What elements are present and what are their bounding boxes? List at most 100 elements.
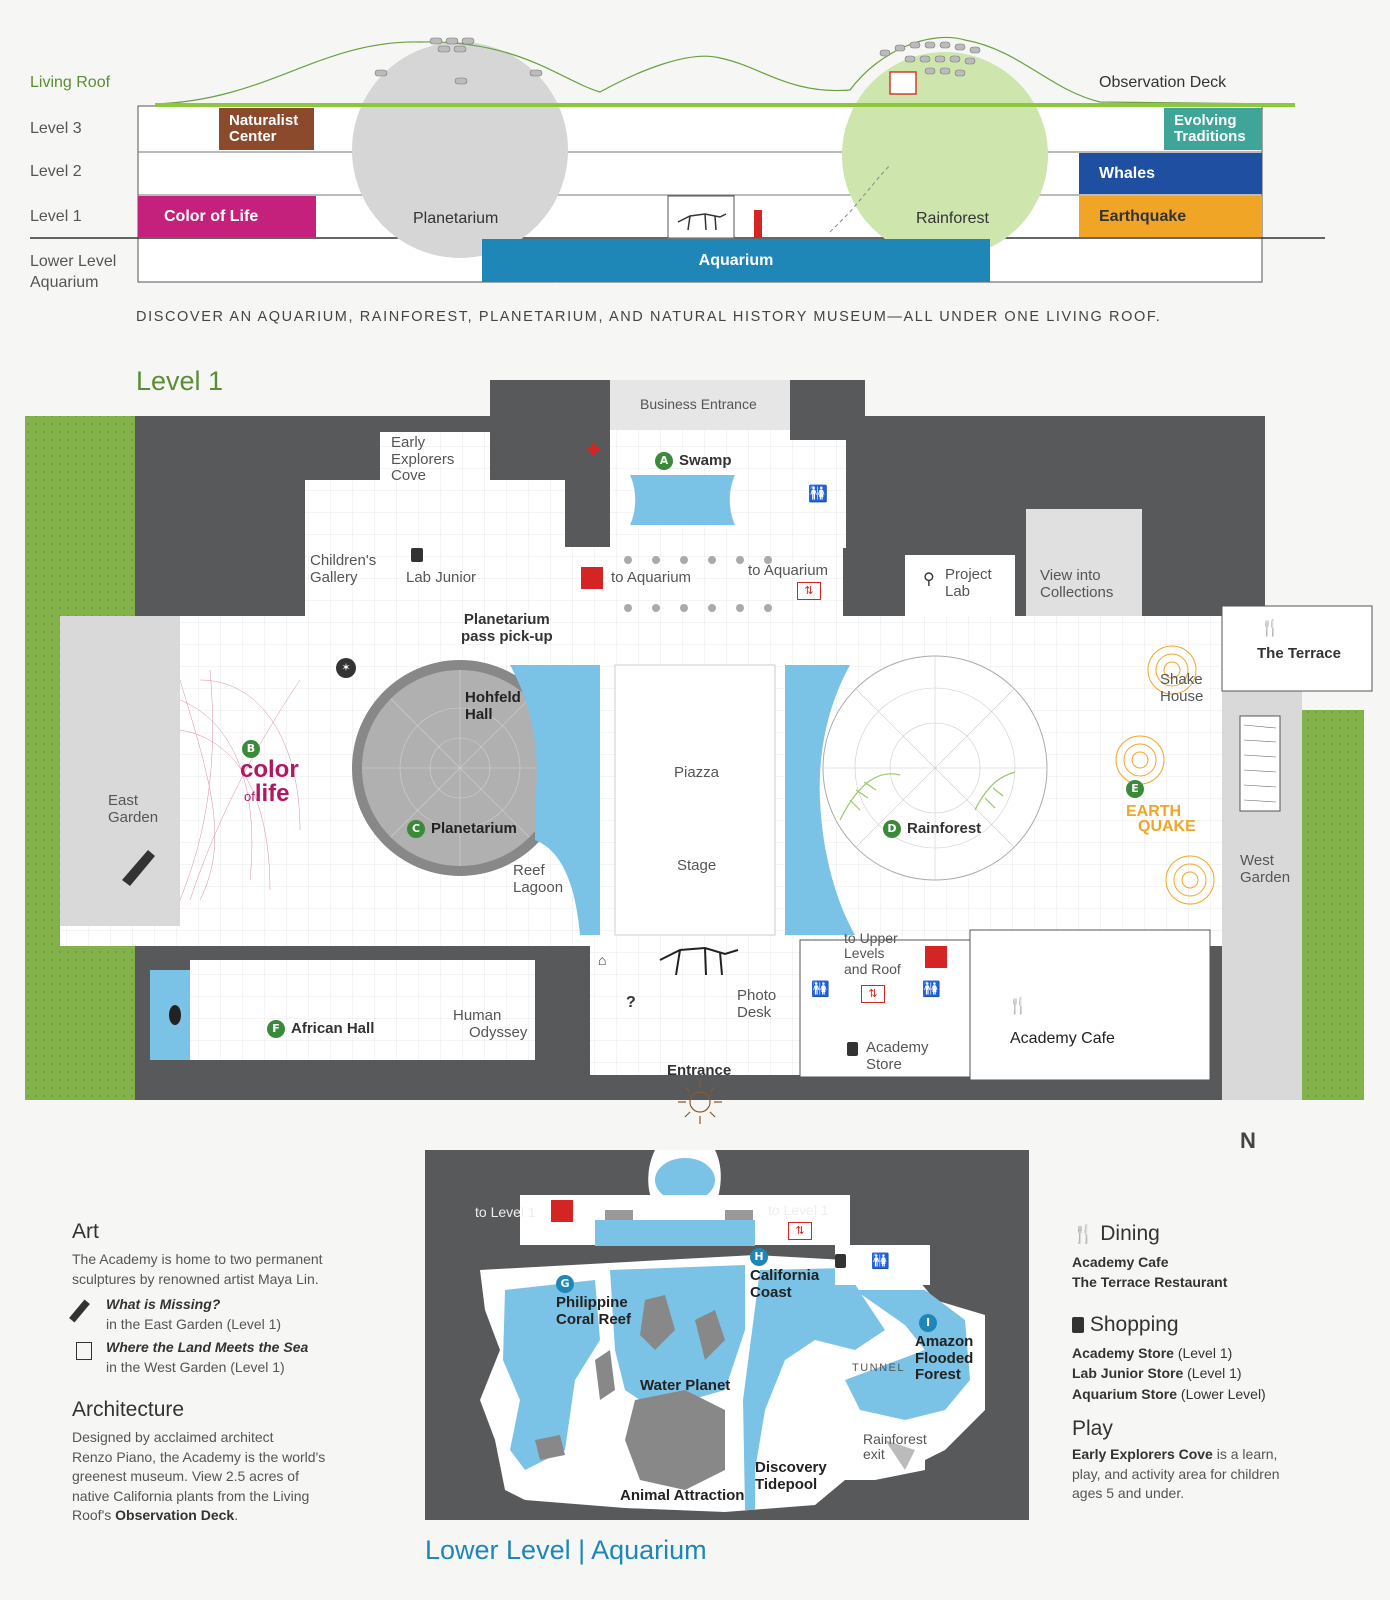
planetarium-pickup-label[interactable]: Planetarium pass pick-up — [461, 611, 553, 645]
amazon-line1: Amazon — [915, 1333, 974, 1350]
early-line3: Cove — [391, 467, 427, 484]
photo-desk-label[interactable]: Photo Desk — [737, 987, 776, 1021]
color-word: color — [240, 756, 299, 784]
shop-name-3: Aquarium Store — [1072, 1385, 1178, 1402]
stairs-icon-lower-left — [551, 1200, 573, 1222]
grid-sculpture-icon — [76, 1342, 92, 1361]
lower-level-map: to Level 1 to Level 1 ⇅ 🚻 G Philippine C… — [425, 1150, 1029, 1520]
evolving-line2: Traditions — [1174, 128, 1246, 145]
childrens-gallery-label[interactable]: Children's Gallery — [310, 552, 377, 586]
amazon-flooded-forest-label[interactable]: I Amazon Flooded Forest — [915, 1314, 973, 1384]
dining-list: Academy Cafe The Terrace Restaurant — [1072, 1252, 1372, 1293]
architecture-title: Architecture — [72, 1398, 185, 1421]
what-missing-item[interactable]: What is Missing? in the East Garden (Lev… — [69, 1295, 382, 1334]
planetarium-name: Planetarium — [431, 819, 517, 837]
to-aquarium-left-label[interactable]: to Aquarium — [611, 569, 692, 586]
sculpture-icon — [69, 1299, 90, 1323]
arch-line4: native California plants from the Living — [72, 1487, 310, 1504]
hohfeld-hall-label[interactable]: Hohfeld Hall — [465, 689, 521, 723]
rainforest-exit-label[interactable]: Rainforest exit — [863, 1431, 927, 1463]
to-level1-left-label[interactable]: to Level 1 — [475, 1204, 536, 1220]
swamp-name: Swamp — [679, 451, 732, 469]
first-aid-icon: ✚ — [586, 440, 602, 461]
to-level1-right-label[interactable]: to Level 1 — [768, 1202, 829, 1218]
land-sea-loc: in the West Garden (Level 1) — [106, 1358, 285, 1375]
reef-lagoon-label[interactable]: Reef Lagoon — [513, 862, 563, 896]
land-sea-title: Where the Land Meets the Sea — [106, 1339, 309, 1356]
california-coast-label[interactable]: H California Coast — [750, 1248, 819, 1301]
dining-item-2[interactable]: The Terrace Restaurant — [1072, 1274, 1228, 1291]
animal-attraction-label[interactable]: Animal Attraction — [620, 1487, 745, 1504]
dining-item-1[interactable]: Academy Cafe — [1072, 1254, 1169, 1270]
shopping-item-3[interactable]: Aquarium Store (Lower Level) — [1072, 1384, 1372, 1404]
west-line2: Garden — [1240, 868, 1291, 886]
elevator-icon-aquarium: ⇅ — [797, 582, 821, 600]
entrance-label[interactable]: Entrance — [667, 1062, 732, 1079]
pickup-line1: Planetarium — [463, 611, 550, 628]
shopping-item-2[interactable]: Lab Junior Store (Level 1) — [1072, 1363, 1372, 1383]
stairs-icon-upper — [925, 946, 947, 968]
color-of-life-exhibit[interactable]: B color oflife — [240, 740, 299, 806]
west-garden-label[interactable]: West Garden — [1240, 852, 1291, 886]
east-garden-label[interactable]: East Garden — [108, 792, 158, 826]
to-aquarium-right-label[interactable]: to Aquarium — [748, 562, 829, 579]
arch-line2: Renzo Piano, the Academy is the world's — [72, 1448, 326, 1465]
art-text-line1: The Academy is home to two permanent — [72, 1251, 323, 1267]
dining-title: Dining — [1100, 1222, 1160, 1245]
lower-level-title: Lower Level | Aquarium — [425, 1535, 707, 1565]
lab-junior-label[interactable]: Lab Junior — [406, 569, 477, 586]
observation-deck-label: Observation Deck — [1099, 74, 1227, 91]
shopping-item-1[interactable]: Academy Store (Level 1) — [1072, 1343, 1372, 1363]
early-explorers-cove-label[interactable]: Early Explorers Cove — [391, 434, 454, 485]
row-label-lower-line1: Lower Level — [30, 253, 117, 270]
academy-cafe-label[interactable]: Academy Cafe — [1010, 1030, 1115, 1047]
color-life-badge: B — [242, 740, 260, 758]
shake-house-label[interactable]: Shake House — [1160, 671, 1204, 705]
lower-level-floorplan — [425, 1150, 1029, 1520]
shop-loc-3: (Lower Level) — [1177, 1385, 1266, 1402]
project-lab-label[interactable]: ⚲ Project Lab — [923, 566, 992, 600]
dining-icon-cafe: 🍴 — [1008, 996, 1028, 1015]
art-title: Art — [72, 1220, 99, 1243]
collections-line2: Collections — [1040, 583, 1114, 601]
discovery-line2: Tidepool — [755, 1475, 818, 1493]
shop-loc-2: (Level 1) — [1183, 1365, 1242, 1382]
to-upper-levels-label[interactable]: to Upper Levels and Roof — [844, 930, 901, 977]
shopping-title: Shopping — [1089, 1313, 1179, 1336]
row-label-lower-line2: Aquarium — [30, 273, 99, 291]
architecture-text: Designed by acclaimed architect Renzo Pi… — [72, 1428, 382, 1526]
philippine-line2: Coral Reef — [556, 1310, 632, 1328]
exit-line2: exit — [863, 1446, 885, 1463]
upper-line1: to Upper — [844, 930, 898, 946]
human-odyssey-label[interactable]: Human Odyssey — [453, 1007, 527, 1041]
discovery-tidepool-label[interactable]: Discovery Tidepool — [755, 1459, 827, 1493]
dining-header: 🍴 Dining — [1072, 1222, 1372, 1246]
childrens-line1: Children's — [310, 552, 377, 569]
art-text-line2: sculptures by renowned artist Maya Lin. — [72, 1270, 319, 1287]
shake-line2: House — [1160, 687, 1204, 705]
coat-check-icon: ⌂ — [598, 952, 607, 968]
earthquake-exhibit[interactable]: E EARTH QUAKE — [1126, 780, 1196, 835]
land-sea-item[interactable]: Where the Land Meets the Sea in the West… — [72, 1338, 382, 1377]
observation-deck-link: Observation Deck — [115, 1507, 235, 1524]
academy-store-label[interactable]: Academy Store — [866, 1039, 929, 1073]
earthquake-badge: E — [1126, 780, 1144, 798]
shopping-section: Shopping Academy Store (Level 1) Lab Jun… — [1072, 1313, 1372, 1404]
piazza-label[interactable]: Piazza — [674, 764, 720, 781]
shop-name-2: Lab Junior Store — [1072, 1365, 1184, 1382]
tunnel-label: TUNNEL — [852, 1362, 906, 1374]
arch-line1: Designed by acclaimed architect — [72, 1429, 274, 1445]
view-into-collections-label[interactable]: View into Collections — [1040, 567, 1114, 601]
philippine-coral-reef-label[interactable]: G Philippine Coral Reef — [556, 1275, 631, 1328]
upper-line2: Levels — [844, 945, 885, 962]
african-hall-badge: F — [267, 1020, 285, 1038]
fork-knife-icon: 🍴 — [1072, 1224, 1095, 1245]
the-terrace-label[interactable]: The Terrace — [1257, 645, 1341, 662]
stage-label[interactable]: Stage — [677, 857, 717, 874]
water-planet-label[interactable]: Water Planet — [640, 1377, 731, 1394]
evolving-line1: Evolving — [1174, 111, 1237, 129]
